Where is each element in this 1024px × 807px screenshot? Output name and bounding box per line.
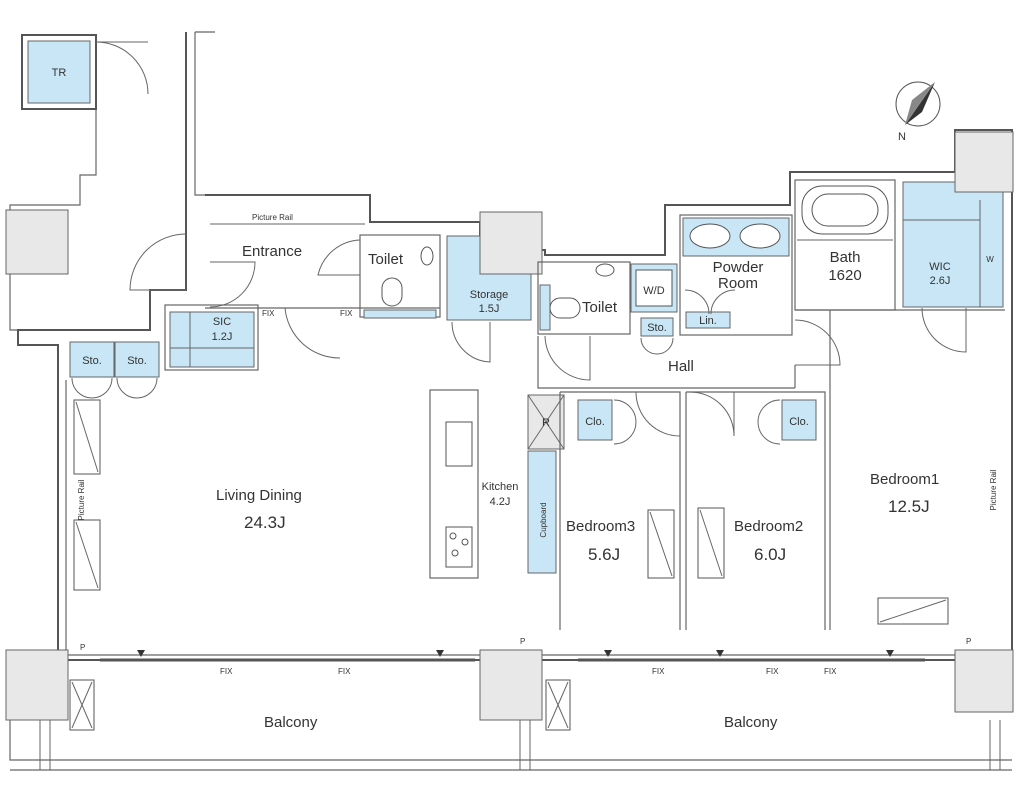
living-dining-label: Living Dining: [216, 487, 302, 504]
storage-left-pair: Sto. Sto.: [69, 341, 160, 399]
bedroom-2: Clo. Bedroom2 6.0J: [685, 391, 826, 630]
storage-hall: Sto.: [640, 317, 674, 355]
balcony-left-label: Balcony: [264, 714, 318, 731]
column-left-top: [5, 209, 69, 275]
fix-mark-6: FIX: [766, 667, 779, 676]
wic: WIC 2.6J W: [902, 131, 1014, 353]
kitchen-label: Kitchen: [482, 481, 519, 493]
storage-label: Storage: [470, 289, 509, 301]
tr-door: [95, 41, 149, 95]
column-bottom-mid: [479, 649, 543, 721]
fix-mark-4: FIX: [338, 667, 351, 676]
w-mark: W: [986, 255, 994, 264]
fix-mark-5: FIX: [652, 667, 665, 676]
bedroom2-label: Bedroom2: [734, 518, 803, 535]
hall-entry-door: [284, 307, 341, 359]
bath-size: 1620: [828, 267, 861, 284]
tr-label: TR: [52, 67, 67, 79]
bedroom3-area: 5.6J: [588, 545, 620, 564]
sto-1-label: Sto.: [82, 355, 102, 367]
wic-label: WIC: [929, 261, 950, 273]
balcony-right-label: Balcony: [724, 714, 778, 731]
living-dining: Picture Rail Living Dining 24.3J: [65, 380, 302, 650]
bedroom-1: Bedroom1 12.5J Picture Rail: [829, 310, 998, 630]
storage-area: 1.5J: [479, 303, 500, 315]
toilet-1-label: Toilet: [368, 251, 404, 268]
toilet-2: Toilet: [537, 261, 631, 381]
wd-label: W/D: [643, 285, 664, 297]
bath: Bath 1620: [794, 179, 896, 311]
north-compass: N: [895, 81, 941, 143]
balcony: Balcony Balcony: [5, 649, 1014, 771]
toilet-2-label: Toilet: [582, 299, 618, 316]
bedroom1-area: 12.5J: [888, 497, 930, 516]
entrance-label: Entrance: [242, 243, 302, 260]
entrance-door: [209, 261, 256, 308]
washer-dryer: W/D: [630, 263, 678, 313]
sto-3-label: Sto.: [647, 322, 667, 334]
sic-label: SIC: [213, 316, 231, 328]
window-line: FIX FIX FIX FIX FIX P P P: [80, 637, 971, 676]
wic-area: 2.6J: [930, 275, 951, 287]
p-mark-1: P: [80, 643, 85, 652]
living-dining-area: 24.3J: [244, 513, 286, 532]
lin-label: Lin.: [699, 315, 717, 327]
toilet-1: Toilet: [317, 234, 441, 319]
trunk-room: TR: [21, 34, 149, 110]
p-mark-3: P: [966, 637, 971, 646]
powder-room: Powder Room Lin.: [679, 214, 793, 336]
fix-mark-2: FIX: [340, 309, 353, 318]
column-bottom-left: [5, 649, 69, 721]
clo-2-label: Clo.: [789, 416, 809, 428]
column-top-right: [954, 131, 1014, 193]
powder-room-label-2: Room: [718, 275, 758, 292]
bedroom1-label: Bedroom1: [870, 471, 939, 488]
cupboard-label: Cupboard: [539, 502, 548, 537]
north-label: N: [898, 131, 906, 143]
p-mark-2: P: [520, 637, 525, 646]
storage: Storage 1.5J: [446, 211, 543, 363]
sic: SIC 1.2J: [164, 304, 259, 371]
bath-label: Bath: [830, 249, 861, 266]
sto-2-label: Sto.: [127, 355, 147, 367]
clo-1-label: Clo.: [585, 416, 605, 428]
fix-mark-7: FIX: [824, 667, 837, 676]
bedroom-3: Clo. Bedroom3 5.6J: [559, 391, 681, 630]
fix-mark-3: FIX: [220, 667, 233, 676]
hall-label: Hall: [668, 358, 694, 375]
column-mid: [479, 211, 543, 275]
column-bottom-right: [954, 649, 1014, 713]
picture-rail-right-label: Picture Rail: [989, 469, 998, 510]
fix-mark-1: FIX: [262, 309, 275, 318]
r-mark: R: [542, 417, 550, 429]
hall: Hall: [537, 309, 1005, 389]
kitchen-area: 4.2J: [490, 496, 511, 508]
left-structure: [5, 31, 215, 640]
powder-room-label-1: Powder: [713, 259, 764, 276]
bedroom3-label: Bedroom3: [566, 518, 635, 535]
picture-rail-top-label: Picture Rail: [252, 213, 293, 222]
sic-area: 1.2J: [212, 331, 233, 343]
entrance: Picture Rail Entrance FIX FIX: [205, 213, 440, 359]
bedroom2-area: 6.0J: [754, 545, 786, 564]
picture-rail-left-label: Picture Rail: [77, 479, 86, 520]
kitchen: Kitchen 4.2J R Cupboard: [429, 389, 565, 579]
entry-door: [129, 233, 187, 291]
